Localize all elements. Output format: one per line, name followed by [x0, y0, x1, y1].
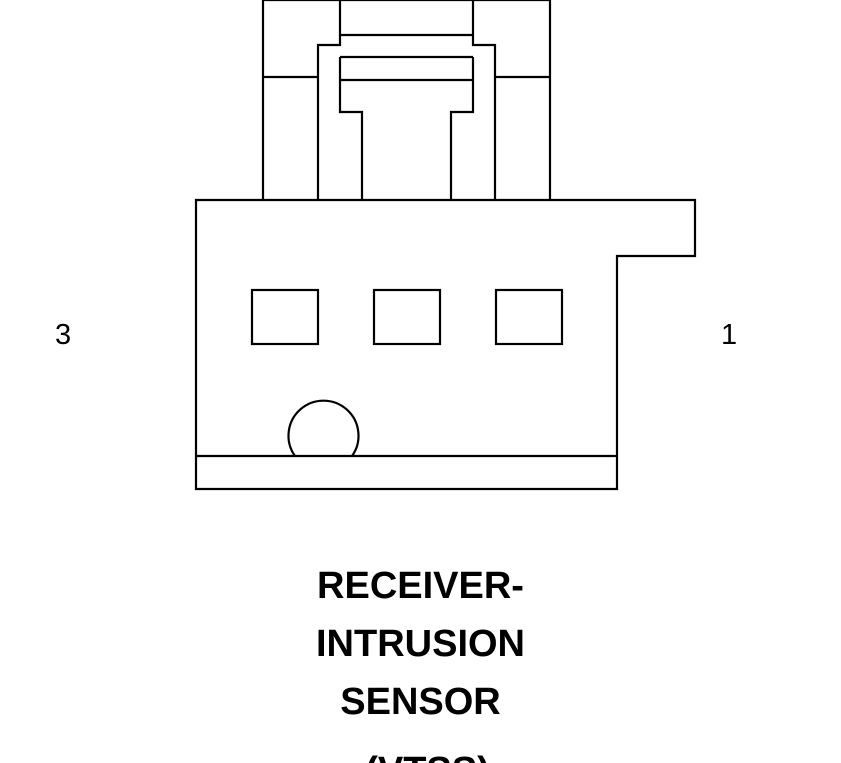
- latch-inner-frame: [316, 0, 497, 200]
- connector-caption: RECEIVER- INTRUSION SENSOR (VTSS): [0, 557, 841, 763]
- terminal-cavity-2: [372, 288, 442, 346]
- polarizing-key: [287, 399, 360, 457]
- caption-line-1: RECEIVER-: [317, 565, 524, 607]
- terminal-cavity-3: [250, 288, 320, 346]
- pin-label-right: 1: [721, 319, 738, 351]
- caption-line-3: SENSOR: [340, 681, 501, 723]
- pin-label-left: 3: [55, 319, 72, 351]
- terminal-cavity-1: [494, 288, 564, 346]
- locking-tab-body: [338, 57, 475, 200]
- caption-line-2: INTRUSION: [316, 623, 525, 665]
- latch-outer-frame: [261, 0, 552, 200]
- connector-housing: [194, 198, 697, 491]
- caption-line-4: (VTSS): [0, 742, 841, 763]
